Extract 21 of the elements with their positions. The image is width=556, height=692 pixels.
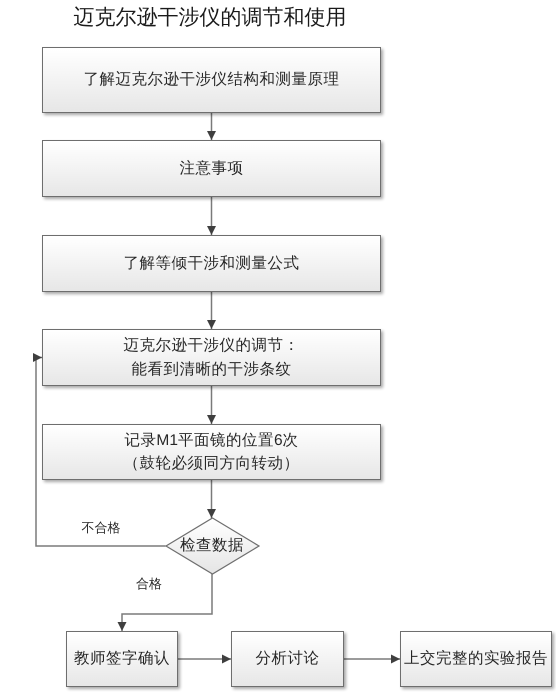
process-box: 注意事项 [42,140,381,197]
arrow [207,292,216,329]
process-box: 上交完整的实验报告 [400,631,552,687]
arrow [344,654,400,664]
arrow [207,480,216,518]
edge-label: 合格 [134,576,164,592]
arrow [33,353,166,547]
arrow [207,113,216,140]
process-box: 记录M1平面镜的位置6次（鼓轮必须同方向转动） [42,424,381,480]
arrow [118,574,213,631]
process-box: 迈克尔逊干涉仪的调节：能看到清晰的干涉条纹 [42,329,381,386]
arrow [178,654,231,664]
arrow [207,386,216,424]
decision-diamond: 检查数据 [166,518,258,574]
process-box: 了解迈克尔逊干涉仪结构和测量原理 [42,47,381,113]
process-box: 了解等倾干涉和测量公式 [42,235,381,292]
title: 迈克尔逊干涉仪的调节和使用 [72,5,348,31]
arrow [207,197,216,235]
process-box: 教师签字确认 [66,631,178,687]
process-box: 分析讨论 [231,631,344,687]
edge-label: 不合格 [79,520,122,536]
